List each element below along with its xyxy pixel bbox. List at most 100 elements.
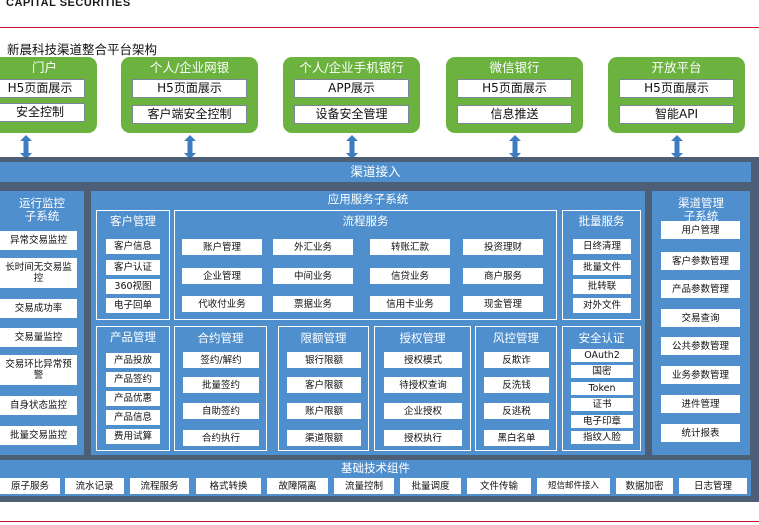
security-item: 电子印章 (571, 415, 633, 428)
channel-online-banking: 个人/企业网银 H5页面展示 客户端安全控制 (121, 57, 258, 133)
base-item: 短信邮件接入 (537, 478, 610, 494)
risk-item: 黑白名单 (484, 430, 549, 446)
customer-item: 客户认证 (106, 260, 160, 275)
monitor-item: 批量交易监控 (0, 426, 77, 445)
base-item: 流量控制 (334, 478, 394, 494)
base-item: 原子服务 (0, 478, 60, 494)
limit-management-box: 限额管理 银行限额 客户限额 账户限额 渠道限额 (278, 326, 369, 451)
base-item: 流程服务 (130, 478, 189, 494)
box-title: 流程服务 (342, 214, 389, 228)
process-item: 外汇业务 (273, 239, 353, 255)
process-item: 企业管理 (182, 268, 262, 284)
risk-item: 反欺诈 (484, 352, 549, 368)
double-arrow-icon (184, 135, 196, 159)
channel-item: 智能API (619, 105, 734, 124)
auth-item: 授权执行 (384, 430, 462, 446)
risk-management-box: 风控管理 反欺诈 反洗钱 反逃税 黑白名单 (475, 326, 557, 451)
channel-title: 个人/企业网银 (149, 60, 230, 75)
channel-mgmt-item: 交易查询 (661, 309, 740, 327)
base-item: 文件传输 (467, 478, 531, 494)
product-item: 产品优惠 (106, 391, 160, 406)
channel-mgmt-item: 公共参数管理 (661, 337, 740, 355)
base-item: 批量调度 (400, 478, 461, 494)
security-item: 证书 (571, 398, 633, 411)
security-auth-box: 安全认证 OAuth2 国密 Token 证书 电子印章 指纹人脸 (562, 326, 641, 451)
channel-mgmt-item: 统计报表 (661, 424, 740, 442)
batch-item: 对外文件 (573, 298, 631, 313)
risk-item: 反洗钱 (484, 377, 549, 393)
channel-access-bar: 渠道接入 (0, 162, 751, 182)
box-title: 批量服务 (578, 214, 625, 228)
security-item: 国密 (571, 365, 633, 378)
panel-title: 渠道管理子系统 (678, 196, 724, 223)
monitor-item: 交易量监控 (0, 328, 77, 347)
batch-item: 日终清理 (573, 239, 631, 254)
auth-item: 企业授权 (384, 403, 462, 419)
monitor-item: 交易成功率 (0, 299, 77, 318)
channel-portal: 门户 H5页面展示 安全控制 (0, 57, 97, 133)
box-title: 授权管理 (399, 331, 446, 345)
base-item: 数据加密 (616, 478, 673, 494)
channel-item: APP展示 (294, 79, 409, 98)
product-management-box: 产品管理 产品投放 产品签约 产品优惠 产品信息 费用试算 (96, 326, 170, 451)
product-item: 产品投放 (106, 353, 160, 368)
channel-management-subsystem: 渠道管理子系统 用户管理 客户参数管理 产品参数管理 交易查询 公共参数管理 业… (652, 191, 750, 455)
header-divider (0, 27, 759, 28)
limit-item: 渠道限额 (287, 430, 361, 446)
channel-item: H5页面展示 (619, 79, 734, 98)
base-components-panel: 基础技术组件 原子服务 流水记录 流程服务 格式转换 故障隔离 流量控制 批量调… (0, 460, 751, 496)
risk-item: 反逃税 (484, 403, 549, 419)
box-title: 合约管理 (197, 331, 244, 345)
panel-title: 基础技术组件 (341, 461, 410, 475)
auth-item: 待授权查询 (384, 377, 462, 393)
contract-management-box: 合约管理 签约/解约 批量签约 自助签约 合约执行 (174, 326, 267, 451)
base-item: 日志管理 (679, 478, 747, 494)
monitoring-subsystem: 运行监控子系统 异常交易监控 长时间无交易监控 交易成功率 交易量监控 交易环比… (0, 191, 84, 455)
channel-wechat-banking: 微信银行 H5页面展示 信息推送 (446, 57, 583, 133)
authorization-management-box: 授权管理 授权模式 待授权查询 企业授权 授权执行 (374, 326, 471, 451)
panel-title: 应用服务子系统 (327, 192, 409, 206)
double-arrow-icon (509, 135, 521, 159)
channel-mgmt-item: 用户管理 (661, 221, 740, 239)
limit-item: 银行限额 (287, 352, 361, 368)
contract-item: 合约执行 (183, 430, 259, 446)
channel-mgmt-item: 客户参数管理 (661, 252, 740, 270)
double-arrow-icon (671, 135, 683, 159)
customer-item: 电子回单 (106, 298, 160, 313)
contract-item: 自助签约 (183, 403, 259, 419)
channel-mgmt-item: 业务参数管理 (661, 366, 740, 384)
process-item: 代收付业务 (182, 296, 262, 312)
monitor-item: 交易环比异常预警 (0, 355, 77, 385)
contract-item: 签约/解约 (183, 352, 259, 368)
process-item: 账户管理 (182, 239, 262, 255)
box-title: 产品管理 (110, 330, 156, 344)
double-arrow-icon (346, 135, 358, 159)
page-title: 新晨科技渠道整合平台架构 (7, 42, 158, 57)
process-services-box: 流程服务 账户管理 外汇业务 转账汇款 投资理财 企业管理 中间业务 信贷业务 … (174, 210, 557, 320)
process-item: 信贷业务 (370, 268, 450, 284)
channel-item: H5页面展示 (0, 79, 85, 98)
channel-item: 客户端安全控制 (132, 105, 247, 124)
limit-item: 客户限额 (287, 377, 361, 393)
monitor-item: 长时间无交易监控 (0, 258, 77, 288)
channel-open-platform: 开放平台 H5页面展示 智能API (608, 57, 745, 133)
channel-item: 设备安全管理 (294, 105, 409, 124)
batch-item: 批转联 (573, 279, 631, 294)
channel-title: 微信银行 (489, 60, 540, 75)
security-item: OAuth2 (571, 349, 633, 362)
channel-title: 开放平台 (651, 60, 702, 75)
process-item: 现金管理 (463, 296, 543, 312)
product-item: 产品信息 (106, 410, 160, 425)
customer-item: 360视图 (106, 279, 160, 294)
customer-management-box: 客户管理 客户信息 客户认证 360视图 电子回单 (96, 210, 170, 320)
batch-services-box: 批量服务 日终清理 批量文件 批转联 对外文件 (562, 210, 641, 320)
box-title: 风控管理 (493, 331, 539, 345)
customer-item: 客户信息 (106, 239, 160, 254)
channel-mobile-banking: 个人/企业手机银行 APP展示 设备安全管理 (283, 57, 420, 133)
product-item: 费用试算 (106, 429, 160, 444)
channel-item: 安全控制 (0, 103, 85, 122)
auth-item: 授权模式 (384, 352, 462, 368)
security-item: Token (571, 382, 633, 395)
channel-mgmt-item: 产品参数管理 (661, 280, 740, 298)
box-title: 安全认证 (578, 331, 625, 345)
